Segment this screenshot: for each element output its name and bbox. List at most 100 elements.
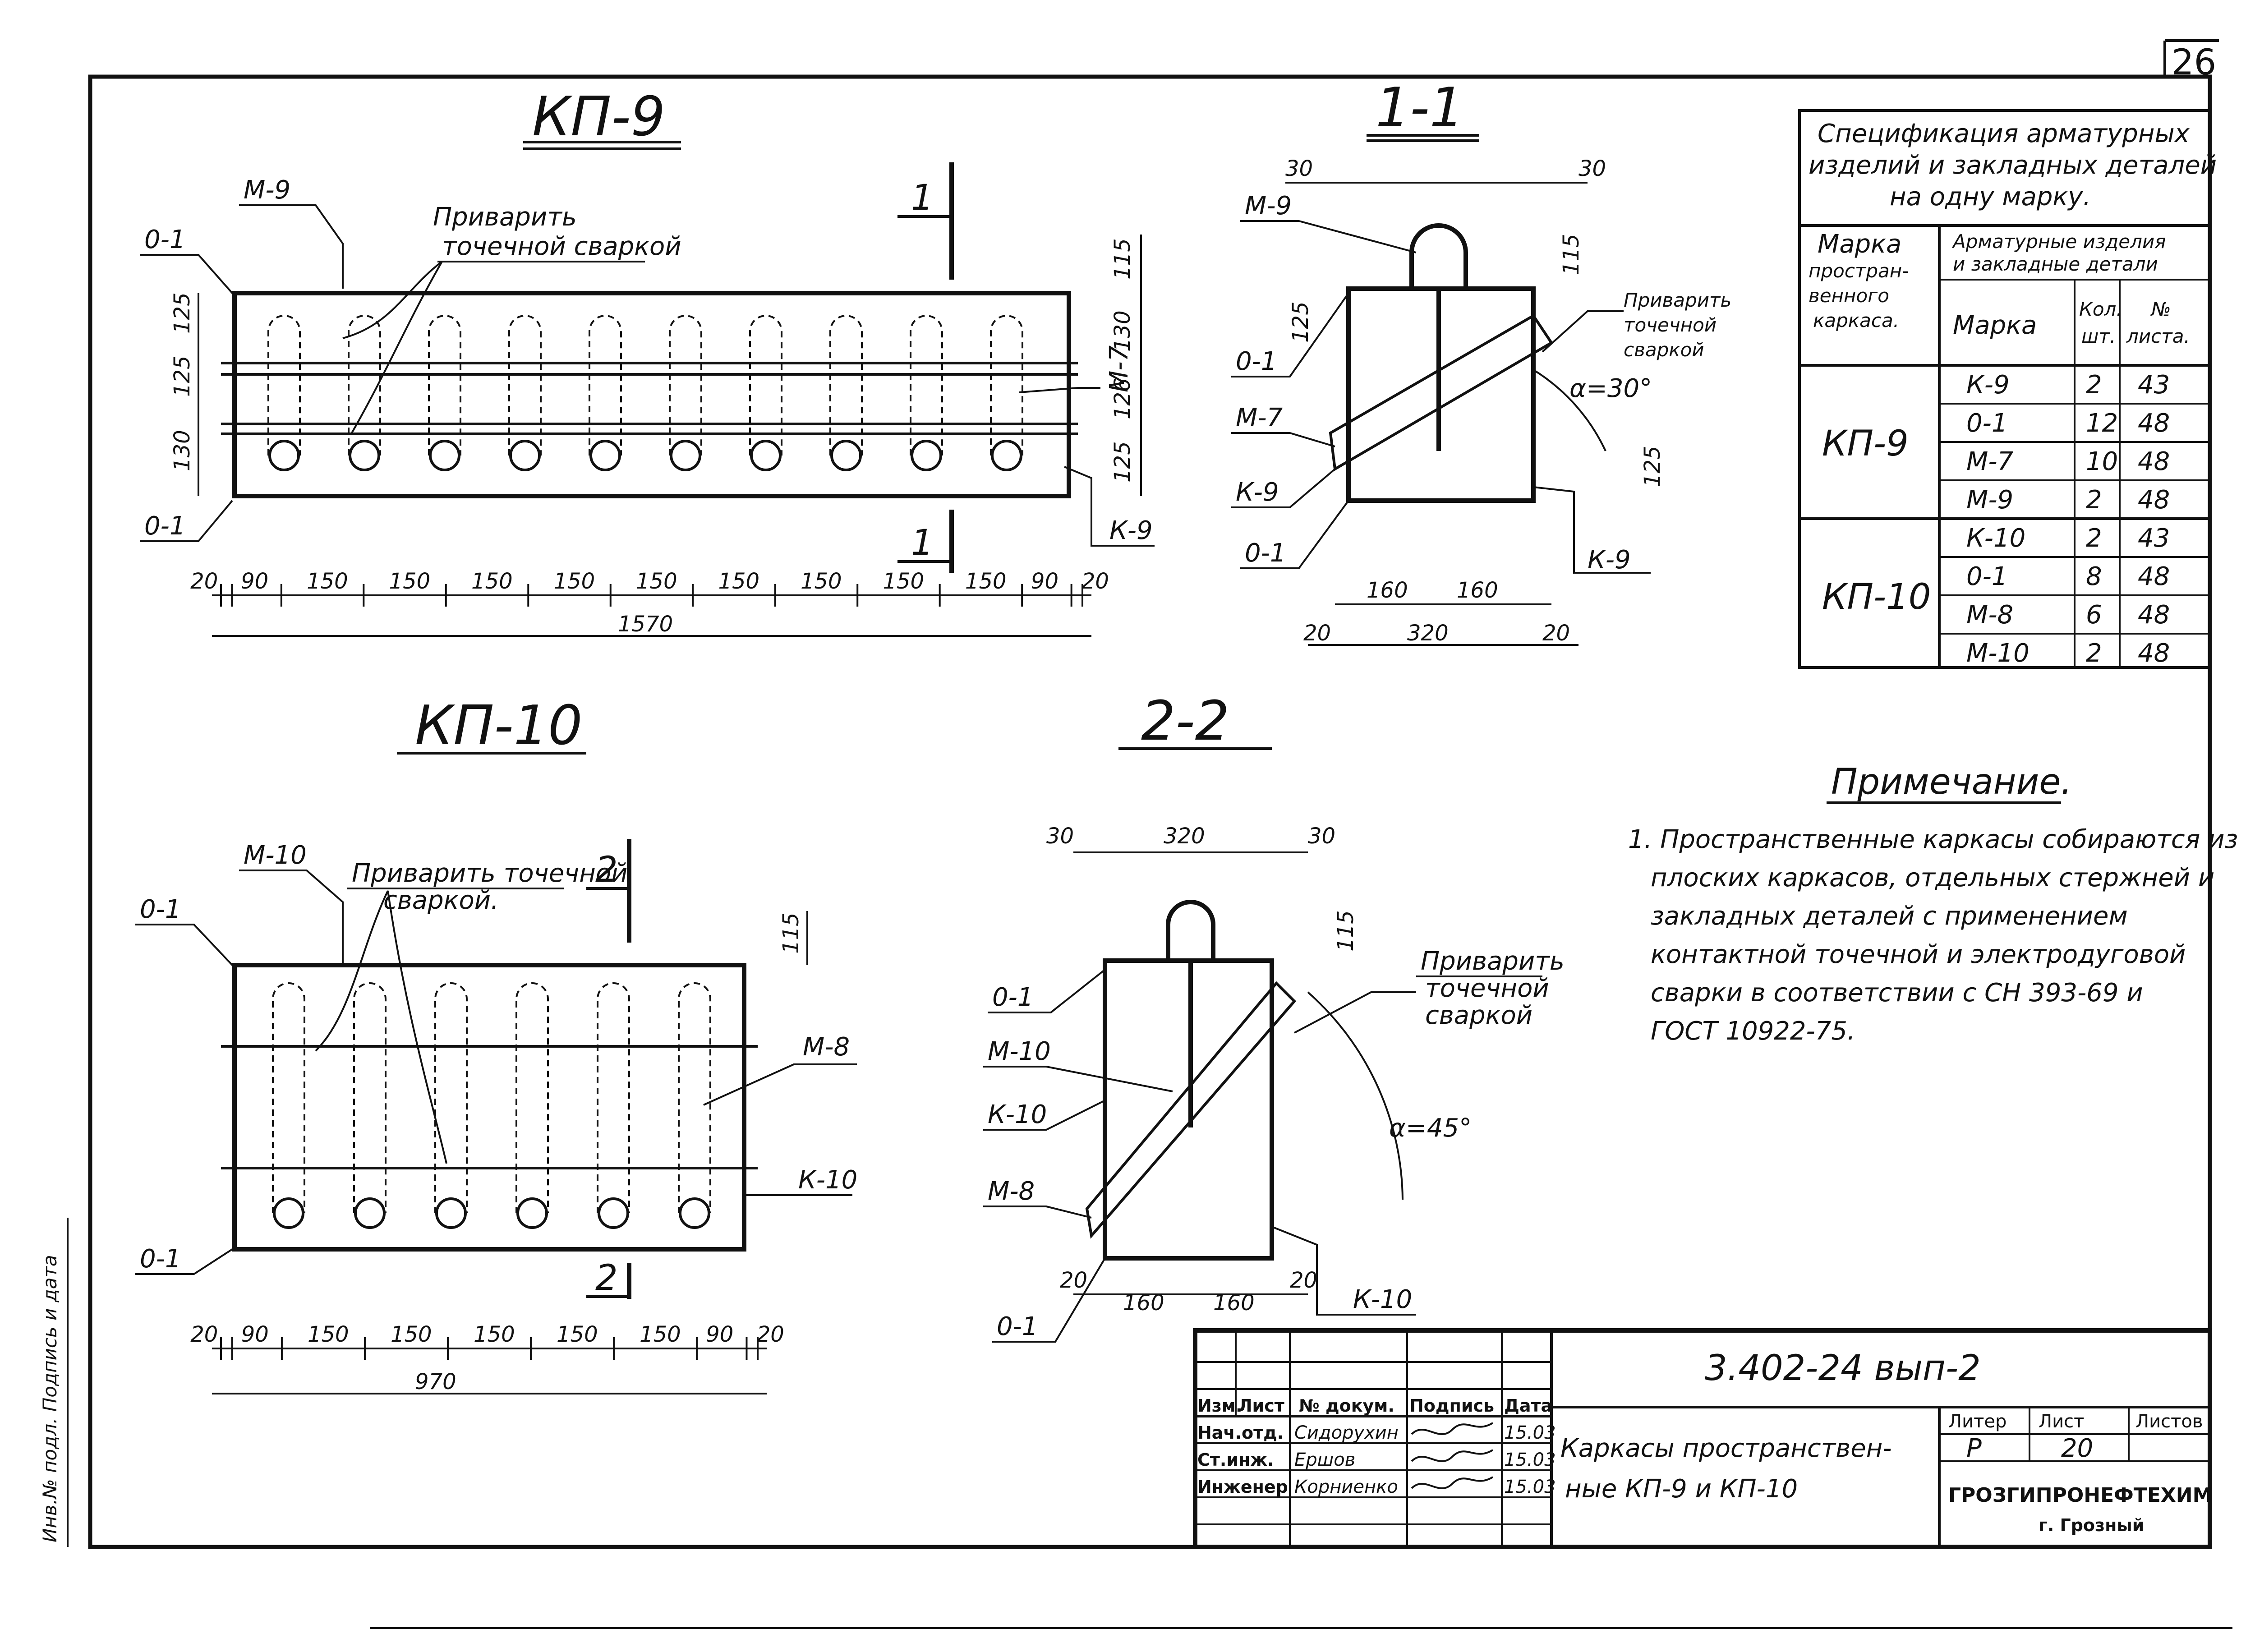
spec-frame-mark: КП-10 — [1822, 577, 1931, 617]
spec-sheet: 43 — [2138, 524, 2170, 553]
svg-text:125: 125 — [170, 355, 195, 397]
svg-text:20: 20 — [1542, 621, 1570, 646]
margin-stamp: Инв.№ подл. Подпись и дата — [39, 1255, 61, 1542]
note-block: Примечание. 1. Пространственные каркасы … — [1628, 762, 2238, 1046]
svg-text:160: 160 — [1123, 1290, 1164, 1316]
org-city: г. Грозный — [2039, 1515, 2144, 1535]
kp10-label-o1-top: 0-1 — [140, 895, 181, 924]
kp9-section-mark-bottom: 1 — [911, 523, 934, 563]
kp10-section-mark-top: 2 — [595, 850, 618, 890]
kp9-dim: 150 — [965, 569, 1007, 594]
kp10-dim: 150 — [557, 1322, 598, 1347]
kp9-bar-end — [911, 440, 942, 471]
kp10-weld-note-1: Приварить точечной — [352, 859, 628, 888]
kp9-weld-note-2: точечной сваркой — [442, 232, 681, 261]
kp9-bar — [267, 315, 301, 456]
spec-sheet: 43 — [2138, 370, 2170, 400]
svg-text:30: 30 — [1046, 824, 1074, 849]
kp9-bar-end — [830, 440, 862, 471]
kp10-label-m8: М-8 — [803, 1032, 850, 1062]
spec-qty: 10 — [2086, 447, 2118, 476]
svg-text:Марка: Марка — [1818, 230, 1901, 259]
spec-sheet: 48 — [2138, 600, 2170, 630]
kp9-total-length: 1570 — [618, 612, 673, 637]
svg-text:126: 126 — [1110, 378, 1135, 419]
kp10-label-o1-bottom: 0-1 — [140, 1244, 181, 1274]
svg-text:130: 130 — [1110, 310, 1135, 352]
svg-text:130: 130 — [170, 430, 195, 471]
sec22-label-k10: К-10 — [988, 1100, 1047, 1129]
kp10-bar — [515, 982, 549, 1213]
spec-title-1: Спецификация арматурных — [1818, 119, 2190, 148]
spec-mark: 0-1 — [1966, 409, 2007, 438]
tb-name: Корниенко — [1294, 1477, 1398, 1497]
sec11-weld-note-2: точечной — [1624, 314, 1717, 336]
svg-text:Кол.: Кол. — [2079, 298, 2122, 320]
view-section-2-2: 2-2 30 320 30 115 0-1 М-10 К-10 М-8 0-1 … — [983, 690, 1565, 1343]
kp9-bar-end — [509, 440, 541, 471]
doc-description-1: Каркасы пространствен- — [1560, 1434, 1892, 1463]
sheet-frame — [88, 74, 2212, 1549]
kp10-bar-end — [435, 1197, 467, 1229]
sec11-title: 1-1 — [1376, 77, 1464, 139]
spec-mark: М-9 — [1966, 485, 2013, 515]
svg-text:№: № — [2150, 298, 2171, 320]
kp9-bar-end — [750, 440, 782, 471]
kp10-frame-outline — [232, 963, 746, 1252]
spec-table: Спецификация арматурных изделий и заклад… — [1798, 109, 2217, 669]
svg-text:160: 160 — [1367, 578, 1408, 603]
svg-text:каркаса.: каркаса. — [1813, 309, 1899, 331]
svg-text:20: 20 — [1060, 1268, 1087, 1293]
svg-text:30: 30 — [1578, 156, 1606, 181]
svg-text:Арматурные изделия: Арматурные изделия — [1951, 230, 2166, 253]
kp10-bar — [272, 982, 305, 1213]
svg-text:30: 30 — [1285, 156, 1313, 181]
kp10-dim: 150 — [308, 1322, 349, 1347]
spec-title-2: изделий и закладных деталей — [1809, 151, 2217, 180]
kp9-dim: 150 — [471, 569, 513, 594]
tb-signature — [1411, 1476, 1494, 1489]
kp10-dim: 150 — [640, 1322, 681, 1347]
kp10-dim: 20 — [190, 1322, 218, 1347]
kp9-title: КП-9 — [532, 86, 665, 148]
sec22-label-o1-bottom: 0-1 — [997, 1312, 1038, 1341]
spec-sheet: 48 — [2138, 409, 2170, 438]
svg-text:сварки в соответствии с СН 393: сварки в соответствии с СН 393-69 и — [1651, 978, 2143, 1008]
sec22-label-k10-right: К-10 — [1353, 1285, 1412, 1314]
tb-date: 15.03 — [1504, 1477, 1556, 1497]
spec-qty: 12 — [2086, 409, 2118, 438]
kp9-dim: 90 — [241, 569, 268, 594]
sec11-label-k9-right: К-9 — [1588, 545, 1631, 575]
svg-text:Изм.: Изм. — [1197, 1396, 1242, 1416]
kp9-bar — [428, 315, 461, 456]
svg-text:125: 125 — [1288, 301, 1313, 343]
svg-text:115: 115 — [778, 912, 804, 954]
kp10-bar-end — [273, 1197, 304, 1229]
spec-title-3: на одну марку. — [1890, 182, 2091, 212]
kp9-embedded-bars — [267, 315, 1023, 471]
kp9-bar — [669, 315, 702, 456]
sec22-label-o1: 0-1 — [992, 983, 1033, 1012]
kp10-dim: 90 — [241, 1322, 269, 1347]
spec-mark: М-7 — [1966, 447, 2014, 476]
sec11-label-k9: К-9 — [1236, 478, 1279, 507]
svg-text:закладных деталей с применение: закладных деталей с применением — [1651, 902, 2128, 931]
svg-text:125: 125 — [1110, 441, 1135, 483]
svg-text:Дата: Дата — [1504, 1396, 1552, 1416]
sec22-weld-note-1: Приварить — [1421, 947, 1565, 976]
kp9-dim: 150 — [554, 569, 595, 594]
kp9-section-mark-top: 1 — [911, 178, 934, 218]
spec-frame-mark: КП-9 — [1822, 423, 1909, 464]
kp10-bar — [353, 982, 387, 1213]
spec-mark: К-9 — [1966, 370, 2010, 400]
svg-text:плоских каркасов, отдельных ст: плоских каркасов, отдельных стержней и — [1651, 863, 2214, 893]
tb-role: Инженер — [1197, 1477, 1288, 1497]
spec-sheet: 48 — [2138, 639, 2170, 668]
svg-text:Лист: Лист — [1238, 1396, 1284, 1416]
kp9-dim: 150 — [389, 569, 431, 594]
spec-mark: М-10 — [1966, 639, 2030, 668]
sec22-label-m8: М-8 — [988, 1177, 1035, 1206]
